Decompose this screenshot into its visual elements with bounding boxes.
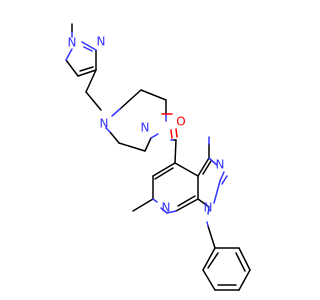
bond <box>206 221 209 227</box>
bond <box>132 198 154 212</box>
atom-label-n-piperazine-top: N <box>100 117 109 131</box>
bond <box>105 127 111 133</box>
bond <box>152 198 158 203</box>
bond <box>207 225 216 249</box>
bond <box>202 269 216 291</box>
bond <box>166 210 177 214</box>
bond <box>213 180 221 204</box>
bond <box>177 195 196 207</box>
bond <box>197 157 210 177</box>
bond <box>118 142 146 152</box>
bond <box>170 129 173 139</box>
bond <box>208 157 218 166</box>
bond <box>83 46 93 52</box>
atom-labels: N N N N O N N N <box>68 35 225 215</box>
bond <box>238 269 251 291</box>
bond <box>219 171 225 182</box>
bond <box>152 162 176 177</box>
bond <box>202 160 212 175</box>
atom-label-n-pyrazolopyridine-2: N <box>216 158 225 172</box>
bond <box>79 66 94 72</box>
molecule-canvas: N N N N O N N N <box>65 23 251 291</box>
bond <box>109 131 120 144</box>
bond <box>238 247 251 271</box>
bond <box>65 59 79 77</box>
bond <box>144 137 152 152</box>
bond <box>175 198 199 212</box>
bond <box>77 69 97 77</box>
bond <box>202 247 216 271</box>
bond <box>207 206 210 215</box>
atom-label-o-carbonyl: O <box>176 115 185 129</box>
atom-label-n-piperazine-bottom: N <box>141 121 150 135</box>
bond <box>85 69 97 93</box>
bond <box>160 207 168 214</box>
bond <box>81 41 97 51</box>
bond <box>154 167 174 180</box>
carbon-bonds <box>65 23 251 291</box>
bond <box>65 48 73 61</box>
atom-label-n-pyrazole-methyl: N <box>68 36 77 50</box>
nitrogen-bonds <box>65 31 228 227</box>
bond <box>175 128 178 138</box>
molecule-structure: N N N N O N N N <box>65 23 251 291</box>
bond <box>221 175 228 185</box>
oxygen-bonds <box>161 113 178 139</box>
bond <box>235 252 246 272</box>
bond <box>174 139 177 164</box>
bond <box>85 91 102 111</box>
atom-label-n-pyridine: N <box>162 201 171 215</box>
atom-label-n-pyrazolopyridine-1: N <box>204 201 213 215</box>
bond <box>174 162 199 177</box>
bond <box>150 133 159 139</box>
bond <box>111 108 121 117</box>
bond <box>197 198 210 208</box>
atom-label-n-pyrazole-ring: N <box>97 35 106 49</box>
bond <box>207 252 219 269</box>
bond <box>140 89 167 101</box>
bond <box>119 89 142 110</box>
